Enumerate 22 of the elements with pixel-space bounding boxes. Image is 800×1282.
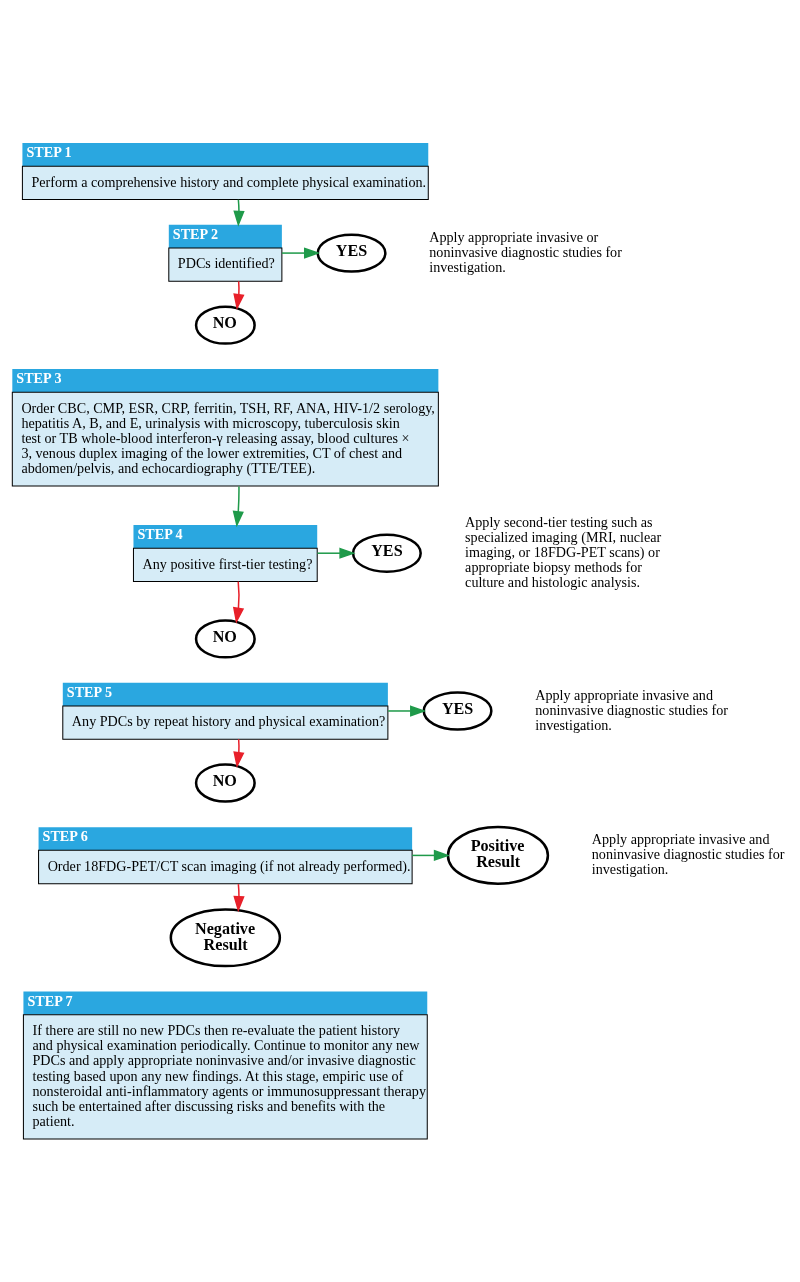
node-label: Apply appropriate invasive and noninvasive diagnostic studies for investigation.	[535, 686, 728, 733]
arrow	[387, 705, 427, 717]
node-ellipse: NO	[194, 619, 256, 659]
node-ellipse: YES	[422, 691, 493, 731]
node-ellipse: NO	[194, 305, 256, 345]
arrow	[232, 485, 244, 528]
arrow	[232, 580, 245, 624]
arrow	[233, 738, 245, 768]
arrow	[233, 883, 245, 913]
node-ellipse: Positive Result	[446, 825, 550, 885]
node-ellipse: Negative Result	[169, 908, 282, 968]
node-label: Apply appropriate invasive or noninvasive diagnostic studies for investigation.	[429, 228, 622, 275]
node-ellipse: NO	[194, 763, 256, 803]
arrow	[281, 247, 321, 259]
node-label: Apply appropriate invasive and noninvasive diagnostic studies for investigation.	[591, 831, 785, 878]
arrow	[233, 199, 245, 227]
node-ellipse: YES	[351, 533, 422, 573]
arrow	[233, 280, 245, 311]
arrow	[411, 849, 450, 862]
node-label: Apply second-tier testing such as specialized imaging (MRI, nuclear imaging, or 18FDG-PET scans) or appropriate biopsy methods for culture and histologic analysis.	[465, 513, 662, 591]
node-ellipse: YES	[316, 233, 387, 273]
arrow	[316, 547, 356, 559]
